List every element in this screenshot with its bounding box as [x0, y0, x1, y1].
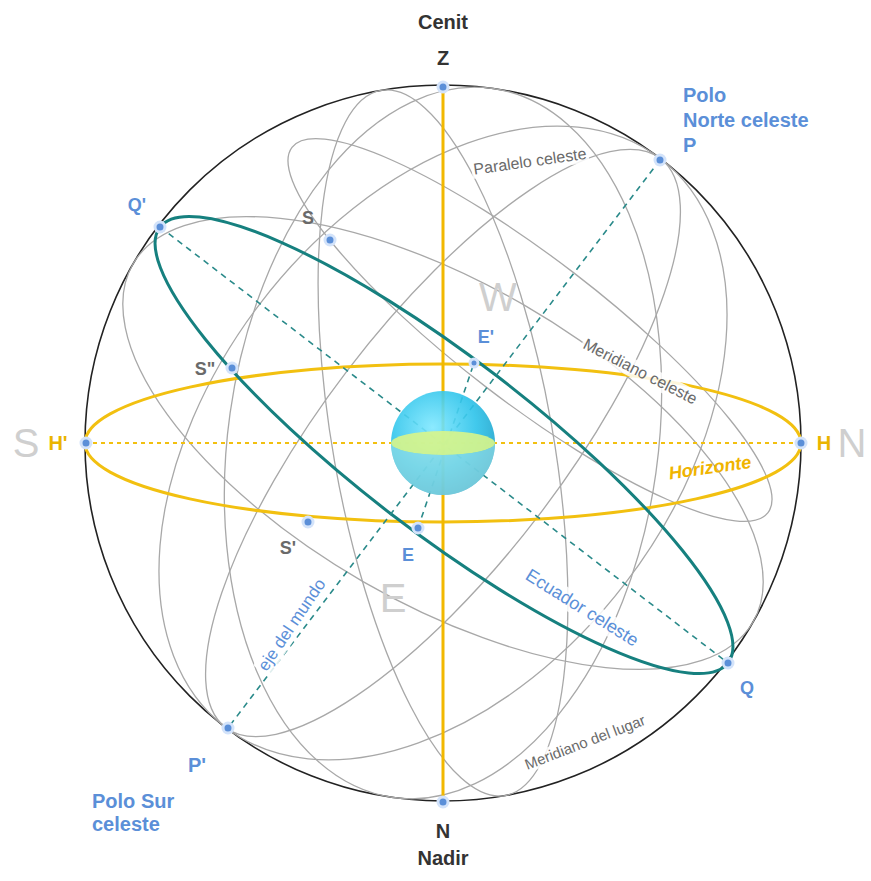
point-label: S" — [195, 359, 216, 380]
point-label: H — [817, 432, 831, 455]
point-label: P — [683, 134, 696, 157]
axis-name: eje del mundo — [253, 574, 331, 677]
sphere-points — [81, 82, 806, 807]
point-label: S' — [280, 538, 296, 559]
point-label: E' — [478, 327, 494, 348]
point-label: P' — [188, 754, 206, 777]
point-label: E — [402, 545, 414, 566]
pole-label: Polo — [683, 84, 726, 107]
cardinal-letter: N — [838, 420, 867, 466]
circle-name: Meridiano celeste — [578, 334, 702, 409]
circle-name: Horizonte — [667, 452, 752, 484]
cardinal-letter: W — [479, 274, 517, 320]
pole-label: Norte celeste — [683, 109, 809, 132]
cardinal-letter: E — [380, 575, 407, 621]
circle-name: Meridiano del lugar — [520, 710, 649, 773]
earth-globe — [391, 391, 495, 495]
point-label: N — [436, 820, 450, 843]
circle-name: Paralelo celeste — [470, 145, 589, 180]
point-label: S — [302, 208, 314, 229]
circle-name: Ecuador celeste — [520, 564, 644, 652]
grey-circles — [43, 19, 843, 867]
point-label: Q — [740, 678, 754, 699]
celestial-equator — [107, 158, 781, 732]
pole-label: Polo Sur celeste — [92, 790, 204, 836]
point-label: H' — [48, 432, 67, 455]
point-label: Z — [437, 47, 449, 70]
zenith-label: Cenit — [418, 11, 468, 34]
nadir-label: Nadir — [417, 847, 468, 870]
dashed-axes — [160, 160, 728, 728]
point-label: Q' — [128, 195, 146, 216]
cardinal-letter: S — [13, 420, 40, 466]
